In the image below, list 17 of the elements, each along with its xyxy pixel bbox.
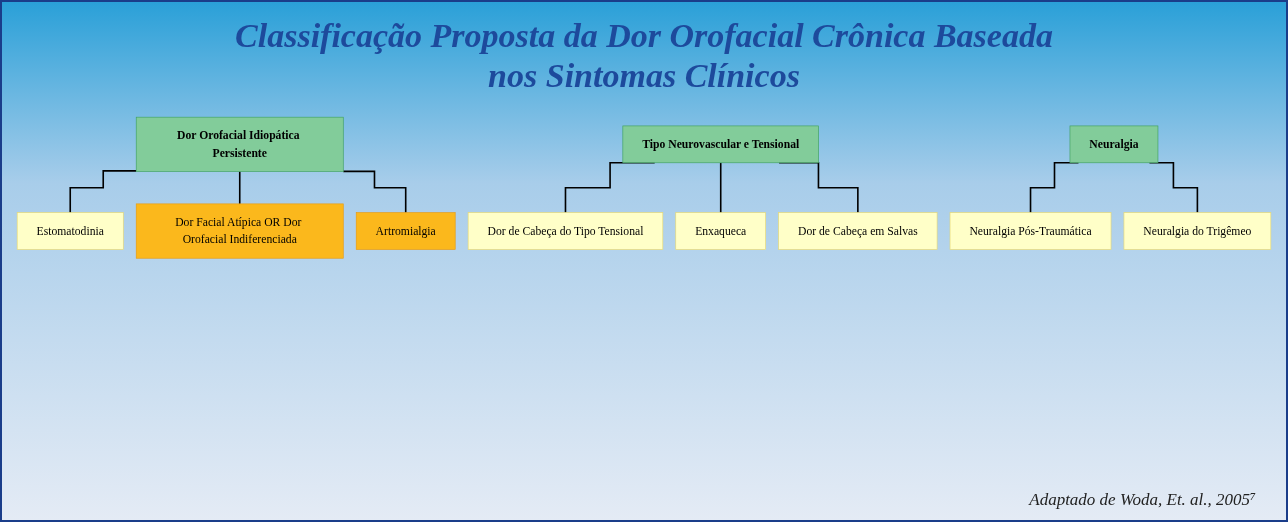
node-box: Artromialgia [355,212,456,250]
node-box: Dor de Cabeça do Tipo Tensional [467,212,664,250]
node-box: Neuralgia do Trigêmeo [1123,212,1272,250]
source-caption: Adaptado de Woda, Et. al., 2005⁷ [1029,490,1256,510]
node-box: Dor Orofacial Idiopática Persistente [135,116,344,172]
node-box: Estomatodinia [16,212,124,250]
connector [238,170,241,205]
node-box: Tipo Neurovascular e Tensional [622,125,819,164]
node-box: Neuralgia [1069,125,1159,164]
connector [719,162,722,214]
node-box: Dor Facial Atípica OR Dor Orofacial Indiferenciada [135,203,344,259]
diagram-title: Classificação Proposta da Dor Orofacial Crônica Baseada nos Sintomas Clínicos [234,16,1054,96]
node-box: Enxaqueca [675,212,766,250]
connector [69,170,138,214]
connector [342,170,407,214]
node-box: Neuralgia Pós-Traumática [949,212,1112,250]
node-box: Dor de Cabeça em Salvas [778,212,938,250]
